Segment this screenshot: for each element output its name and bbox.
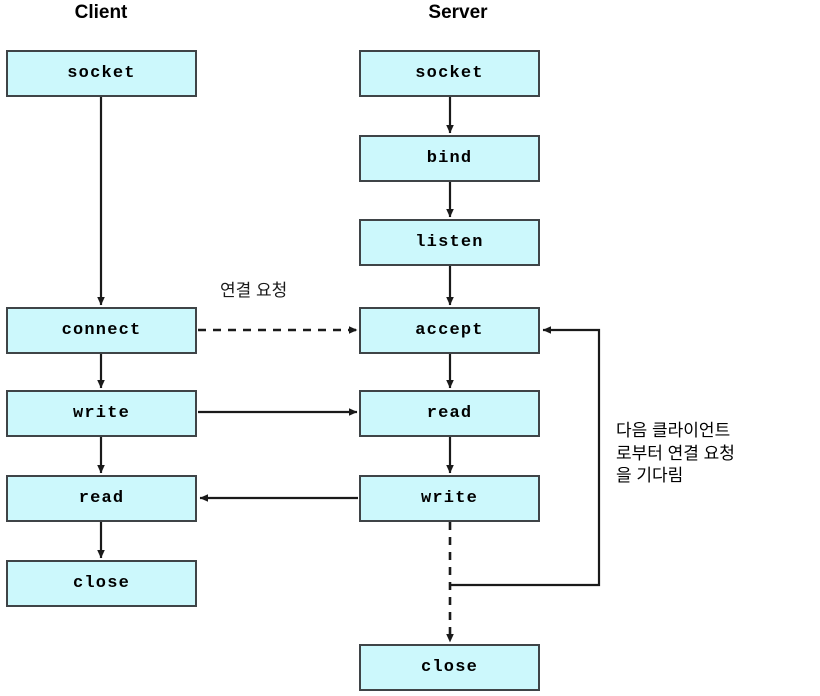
annotation-wait-next-client: 다음 클라이언트 로부터 연결 요청 을 기다림 bbox=[616, 421, 735, 486]
box-client-write[interactable]: write bbox=[6, 390, 197, 437]
box-label: accept bbox=[415, 321, 484, 340]
box-label: write bbox=[420, 489, 478, 508]
box-label: write bbox=[72, 404, 130, 423]
box-client-connect[interactable]: connect bbox=[6, 307, 197, 354]
box-label: connect bbox=[61, 321, 142, 340]
column-header-server: Server bbox=[428, 2, 488, 23]
box-server-write[interactable]: write bbox=[359, 475, 540, 522]
edge-label-connection-request: 연결 요청 bbox=[220, 281, 288, 300]
box-server-read[interactable]: read bbox=[359, 390, 540, 437]
box-server-socket[interactable]: socket bbox=[359, 50, 540, 97]
box-label: socket bbox=[415, 64, 484, 83]
box-label: read bbox=[426, 404, 473, 423]
box-server-accept[interactable]: accept bbox=[359, 307, 540, 354]
box-client-close[interactable]: close bbox=[6, 560, 197, 607]
column-header-client: Client bbox=[74, 2, 128, 23]
box-label: close bbox=[420, 658, 478, 677]
box-server-listen[interactable]: listen bbox=[359, 219, 540, 266]
box-server-bind[interactable]: bind bbox=[359, 135, 540, 182]
box-server-close[interactable]: close bbox=[359, 644, 540, 691]
box-label: close bbox=[72, 574, 130, 593]
box-client-read[interactable]: read bbox=[6, 475, 197, 522]
box-label: listen bbox=[415, 233, 484, 252]
box-label: bind bbox=[426, 149, 473, 168]
edge-loop-back-to-accept bbox=[450, 326, 601, 587]
box-label: read bbox=[78, 489, 125, 508]
box-client-socket[interactable]: socket bbox=[6, 50, 197, 97]
box-label: socket bbox=[67, 64, 136, 83]
